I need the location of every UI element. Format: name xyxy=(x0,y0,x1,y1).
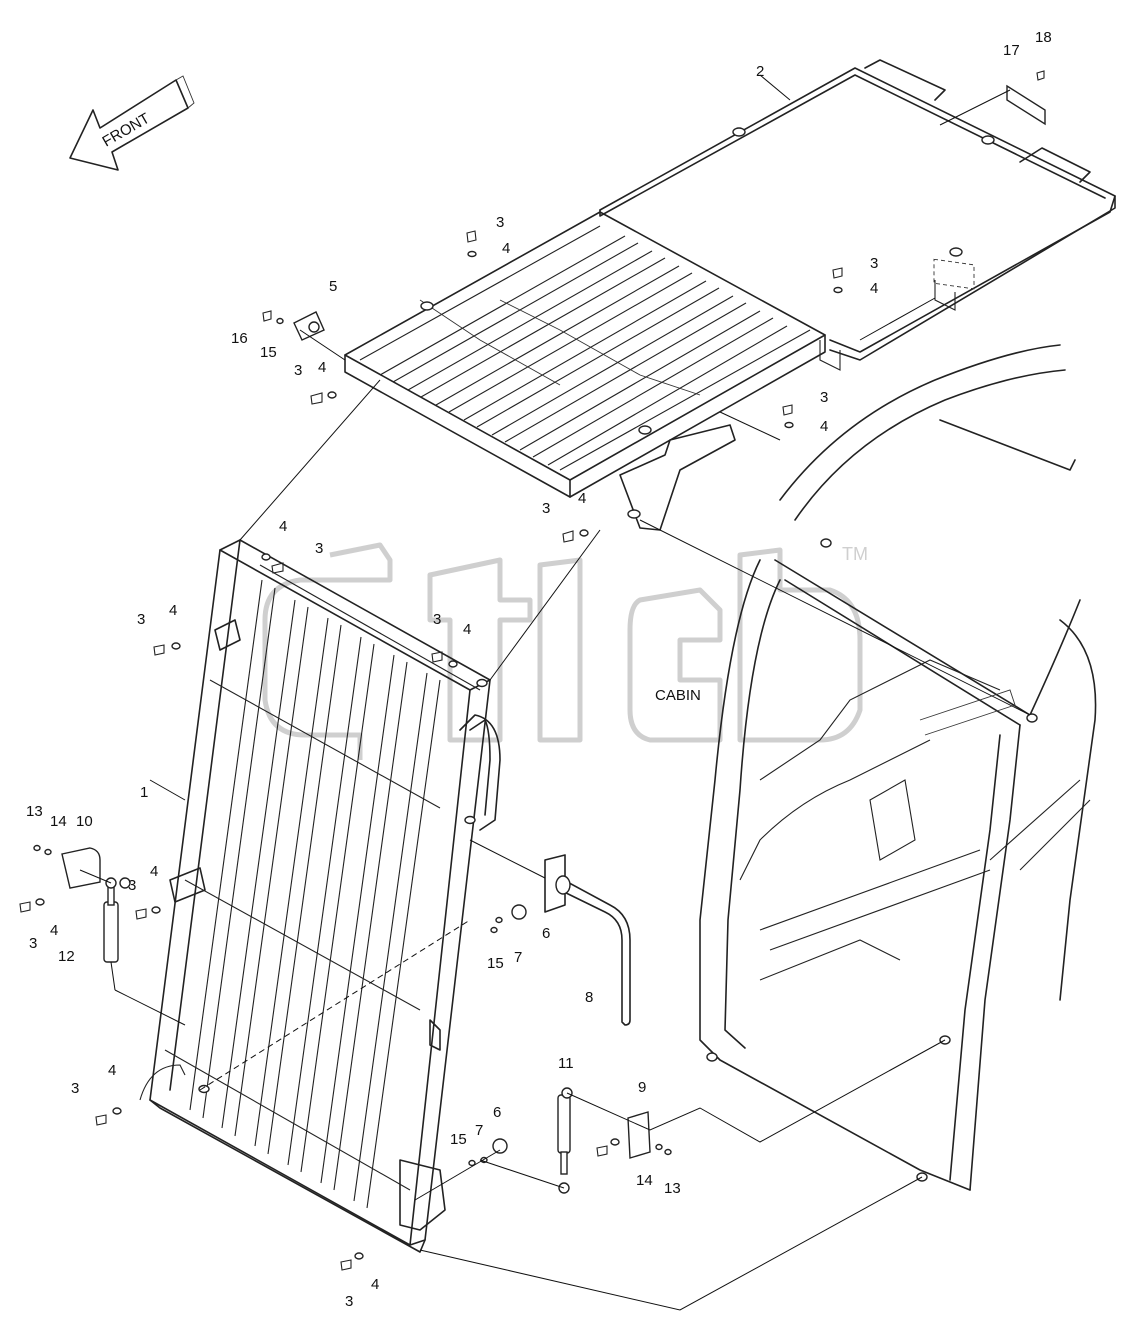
callout-3h: 3 xyxy=(433,611,441,628)
callout-15a: 15 xyxy=(260,344,277,361)
callout-10: 10 xyxy=(76,813,93,830)
callout-3b: 3 xyxy=(870,255,878,272)
watermark-logo: TM xyxy=(262,542,868,760)
callout-3a: 3 xyxy=(496,214,504,231)
callout-9: 9 xyxy=(638,1079,646,1096)
callout-4h: 4 xyxy=(463,621,471,638)
leader-lines xyxy=(79,74,1031,1311)
callout-16: 16 xyxy=(231,330,248,347)
upper-grid-guard xyxy=(344,211,826,531)
callout-4b: 4 xyxy=(870,280,878,297)
callout-3l: 3 xyxy=(345,1293,353,1310)
callout-12: 12 xyxy=(58,948,75,965)
callout-4l: 4 xyxy=(371,1276,379,1293)
cabin-structure: CABIN xyxy=(655,344,1097,1191)
callout-13b: 13 xyxy=(664,1180,681,1197)
callout-4g: 4 xyxy=(169,602,177,619)
callout-15c: 15 xyxy=(450,1131,467,1148)
watermark-tm: TM xyxy=(842,544,868,564)
front-guard-frame xyxy=(139,539,501,1253)
callout-17: 17 xyxy=(1003,42,1020,59)
callout-6b: 6 xyxy=(493,1104,501,1121)
callout-14b: 14 xyxy=(636,1172,653,1189)
callout-3d: 3 xyxy=(294,362,302,379)
callout-7a: 7 xyxy=(514,949,522,966)
roof-guard-panel xyxy=(599,59,1116,371)
callout-7b: 7 xyxy=(475,1122,483,1139)
callout-6a: 6 xyxy=(542,925,550,942)
callout-4d: 4 xyxy=(318,359,326,376)
callout-labels: 1 2 5 6 6 7 7 8 9 10 11 12 13 13 14 14 1… xyxy=(26,29,1052,1310)
bracket-9 xyxy=(627,1111,651,1159)
callout-3i: 3 xyxy=(128,877,136,894)
callout-3g: 3 xyxy=(137,611,145,628)
callout-3k: 3 xyxy=(71,1080,79,1097)
callout-4e: 4 xyxy=(578,490,586,507)
plate-17 xyxy=(1006,84,1046,126)
callout-18: 18 xyxy=(1035,29,1052,46)
callout-3f: 3 xyxy=(315,540,323,557)
latch-rod xyxy=(469,839,631,1026)
callout-14a: 14 xyxy=(50,813,67,830)
callout-3c: 3 xyxy=(820,389,828,406)
callout-4c: 4 xyxy=(820,418,828,435)
callout-1: 1 xyxy=(140,784,148,801)
callout-2: 2 xyxy=(756,63,764,80)
callout-3j: 3 xyxy=(29,935,37,952)
callout-4j: 4 xyxy=(50,922,58,939)
gas-spring-12 xyxy=(103,877,119,991)
callout-4k: 4 xyxy=(108,1062,116,1079)
callout-11: 11 xyxy=(558,1055,574,1072)
bracket-10 xyxy=(61,847,131,889)
callout-4i: 4 xyxy=(150,863,158,880)
callout-8: 8 xyxy=(585,989,593,1006)
callout-13a: 13 xyxy=(26,803,43,820)
gas-spring-11 xyxy=(557,1087,573,1194)
callout-5: 5 xyxy=(329,278,337,295)
cabin-label: CABIN xyxy=(655,687,701,704)
callout-4f: 4 xyxy=(279,518,287,535)
callout-4a: 4 xyxy=(502,240,510,257)
fasteners xyxy=(19,70,1045,1271)
bracket-5 xyxy=(293,311,325,341)
callout-3e: 3 xyxy=(542,500,550,517)
front-arrow: FRONT xyxy=(69,75,195,171)
callout-15b: 15 xyxy=(487,955,504,972)
